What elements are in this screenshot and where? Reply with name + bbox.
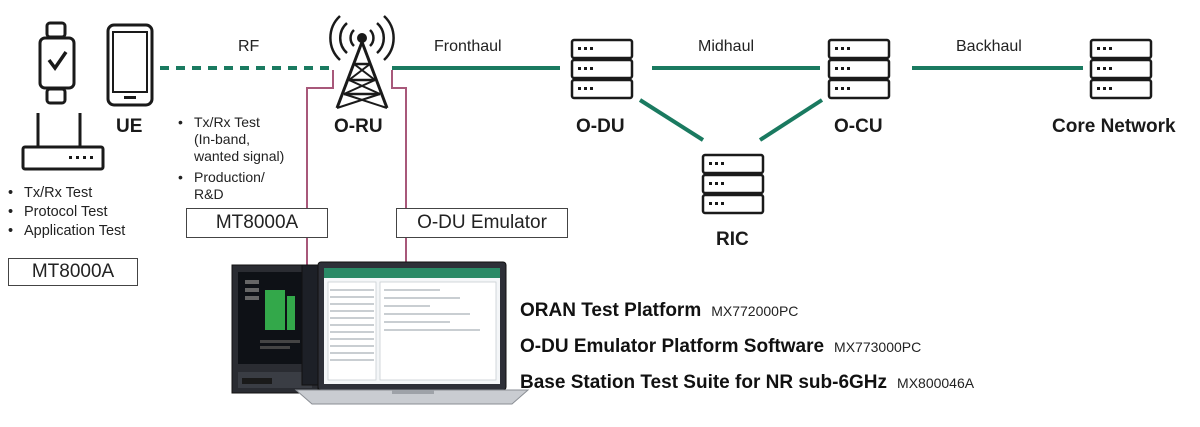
ric-server-icon [701, 153, 765, 215]
product-odu-emulator-software: O-DU Emulator Platform Software MX773000P… [520, 336, 921, 358]
oru-test-line: (In-band, [194, 131, 251, 147]
odu-ric-link [638, 98, 705, 142]
product-base-station-test-suite: Base Station Test Suite for NR sub-6GHz M… [520, 372, 974, 394]
product-oran-test-platform: ORAN Test Platform MX772000PC [520, 300, 798, 322]
oru-test-line: Tx/Rx Test [194, 114, 260, 130]
oru-test-item: Tx/Rx Test (In-band, wanted signal) [178, 114, 284, 165]
tablet-icon [106, 23, 154, 107]
product-name: Base Station Test Suite for NR sub-6GHz [520, 372, 888, 393]
odu-label: O-DU [576, 116, 625, 137]
odu-emulator-box: O-DU Emulator [396, 208, 568, 238]
backhaul-link-label: Backhaul [956, 38, 1022, 55]
oru-test-line: wanted signal) [194, 148, 285, 164]
mt8000a-oru-link [306, 70, 334, 265]
odu-emulator-oru-link [391, 70, 407, 265]
ue-test-item: Tx/Rx Test [8, 184, 125, 203]
instrument-links [306, 70, 407, 265]
oru-label: O-RU [334, 116, 383, 137]
ocu-ric-link [758, 98, 824, 142]
product-code: MX800046A [897, 375, 975, 391]
ue-instrument-box: MT8000A [8, 258, 138, 286]
midhaul-link-label: Midhaul [698, 38, 755, 55]
ric-label: RIC [716, 229, 749, 250]
fronthaul-link-label: Fronthaul [434, 38, 502, 55]
oru-test-line: Production/ [194, 169, 265, 185]
oru-test-item: Production/ R&D [178, 169, 284, 203]
rf-link-label: RF [238, 38, 260, 55]
router-icon [21, 113, 105, 171]
oru-test-list: Tx/Rx Test (In-band, wanted signal) Prod… [178, 114, 284, 207]
radio-tower-icon [329, 15, 395, 109]
smartwatch-icon [38, 21, 76, 105]
ue-test-item: Protocol Test [8, 203, 125, 222]
product-code: MX773000PC [834, 339, 922, 355]
product-name: ORAN Test Platform [520, 300, 702, 321]
core-network-label: Core Network [1052, 116, 1176, 137]
ue-label: UE [116, 116, 143, 137]
core-network-server-icon [1089, 38, 1153, 100]
product-name: O-DU Emulator Platform Software [520, 336, 825, 357]
oru-test-line: R&D [194, 186, 224, 202]
oru-mt8000a-box: MT8000A [186, 208, 328, 238]
ue-test-list: Tx/Rx Test Protocol Test Application Tes… [8, 184, 125, 241]
test-equipment-illustration [231, 261, 530, 405]
product-code: MX772000PC [711, 303, 799, 319]
ocu-server-icon [827, 38, 891, 100]
ocu-label: O-CU [834, 116, 883, 137]
odu-server-icon [570, 38, 634, 100]
ue-test-item: Application Test [8, 222, 125, 241]
